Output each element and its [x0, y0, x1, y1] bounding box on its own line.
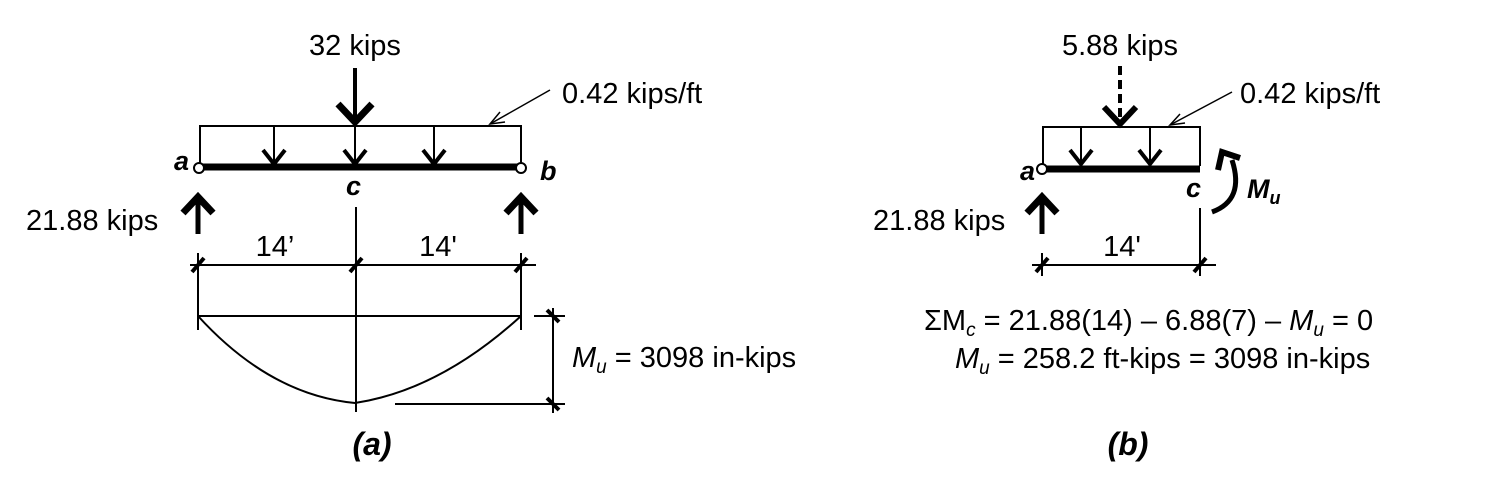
- point-a-label: a: [1020, 156, 1035, 186]
- span-right-label: 14': [419, 231, 457, 263]
- support-b-icon: [515, 162, 527, 174]
- panel-a: 32 kips 0.42 kips/ft a b c: [26, 30, 796, 462]
- reaction-arrow-a: [180, 191, 216, 234]
- reaction-arrow-b: [503, 191, 539, 234]
- span-left-label: 14’: [256, 231, 295, 263]
- dashed-point-load-arrow: [1101, 66, 1139, 129]
- reaction-label: 21.88 kips: [873, 205, 1005, 237]
- distributed-load: [1042, 126, 1201, 168]
- point-load-label: 5.88 kips: [1062, 30, 1178, 62]
- reaction-arrow-a: [1024, 191, 1060, 234]
- distributed-load: [199, 125, 522, 168]
- span-label: 14': [1103, 231, 1141, 263]
- moment-dimension: [395, 308, 565, 413]
- span-dimension: [1032, 208, 1216, 276]
- moment-label: Mu: [1247, 174, 1281, 208]
- support-a-icon: [193, 162, 205, 174]
- moment-diagram: [197, 315, 522, 405]
- distributed-load-label: 0.42 kips/ft: [1240, 78, 1380, 110]
- point-b-label: b: [540, 156, 557, 186]
- point-load-label: 32 kips: [309, 30, 401, 62]
- point-c-label: c: [1186, 173, 1201, 203]
- moment-label: Mu = 3098 in-kips: [572, 342, 796, 378]
- leader-arrow: [1168, 91, 1233, 127]
- support-a-icon: [1036, 163, 1048, 175]
- moment-arc-icon: [1211, 148, 1241, 215]
- point-c-label: c: [346, 171, 361, 201]
- point-load-arrow: [335, 68, 375, 128]
- caption-b: (b): [1108, 426, 1149, 462]
- caption-a: (a): [352, 426, 391, 462]
- span-dimension: [190, 253, 536, 330]
- point-a-label: a: [174, 146, 189, 176]
- reaction-label: 21.88 kips: [26, 205, 158, 237]
- distributed-load-label: 0.42 kips/ft: [562, 78, 702, 110]
- leader-arrow: [488, 89, 551, 125]
- equation-sum-moments: ΣMc = 21.88(14) – 6.88(7) – Mu = 0: [924, 305, 1373, 341]
- equation-moment-result: Mu = 258.2 ft-kips = 3098 in-kips: [955, 343, 1370, 379]
- panel-b: 5.88 kips 0.42 kips/ft a c Mu: [873, 30, 1380, 462]
